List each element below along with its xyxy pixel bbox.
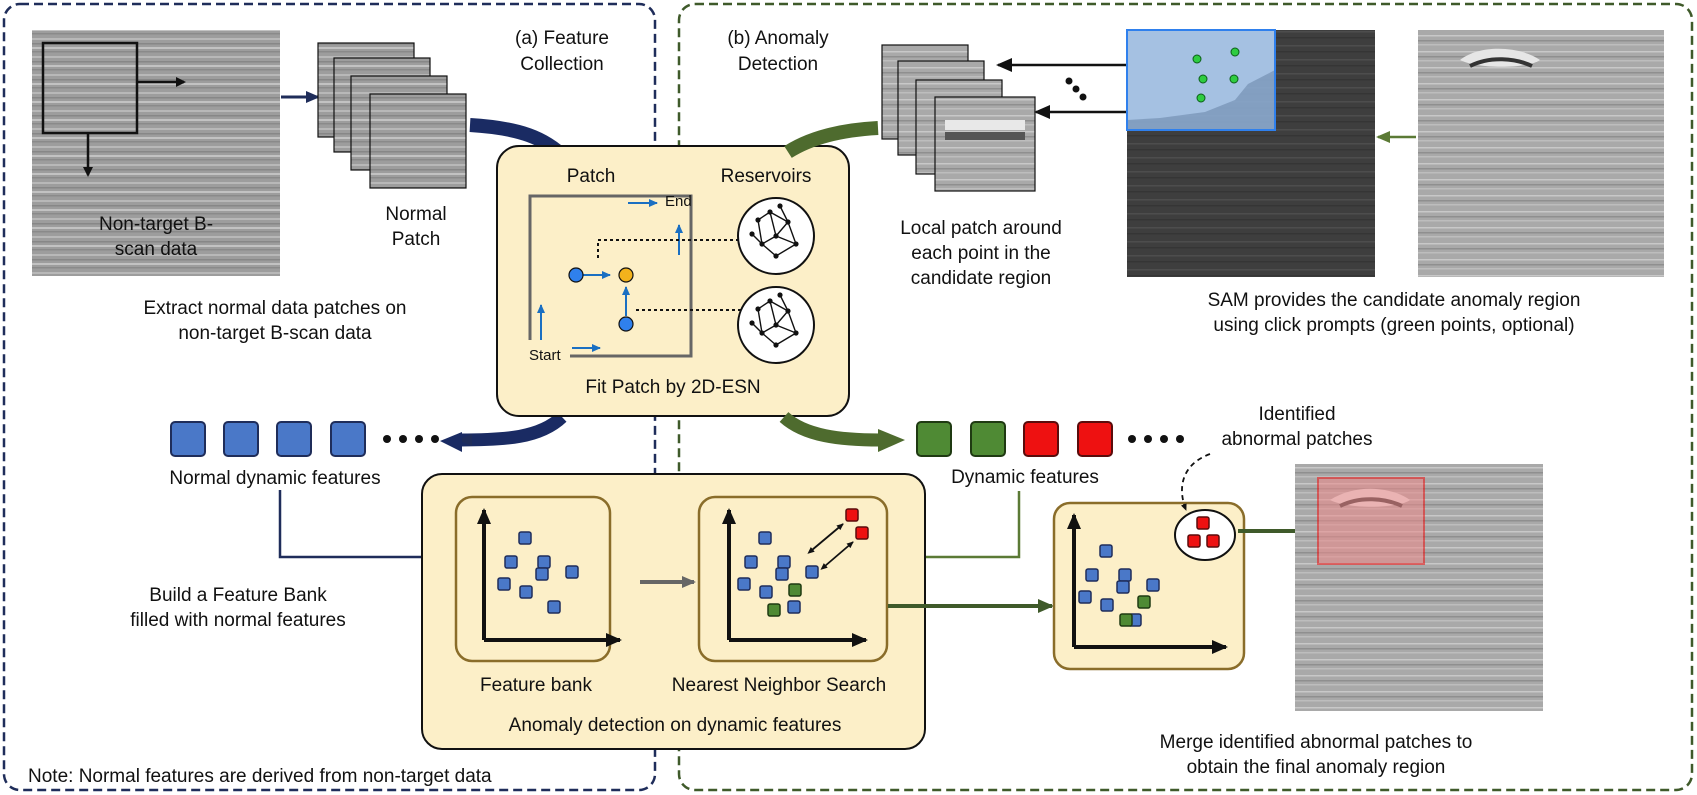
dynamic-feature-squares	[916, 421, 1184, 457]
navy-arrowhead	[440, 432, 462, 452]
normal-patch-line1: Normal	[385, 204, 446, 225]
sam-candidate-image	[1126, 29, 1375, 277]
local-patch-stack	[881, 44, 1036, 192]
panel-a-title-line1: (a) Feature	[515, 28, 609, 49]
build-line2: filled with normal features	[130, 610, 345, 631]
dashed-pointer-identified	[1180, 453, 1211, 511]
esn-patch-grid	[528, 194, 744, 358]
extract-line1: Extract normal data patches on	[144, 298, 407, 319]
green-arrowhead	[878, 429, 905, 452]
esn-start-label: Start	[529, 347, 562, 364]
raw-radar-image	[1418, 30, 1664, 277]
arrow-dynamic-to-nn	[885, 491, 1021, 563]
local-patch-line3: candidate region	[911, 268, 1052, 289]
sam-line2: using click prompts (green points, optio…	[1213, 315, 1574, 336]
result-plot	[1052, 501, 1246, 671]
final-anomaly-image	[1295, 464, 1543, 711]
panel-b-title-line2: Detection	[738, 54, 818, 75]
normal-dynamic-features-label: Normal dynamic features	[169, 468, 380, 489]
identified-line2: abnormal patches	[1221, 429, 1372, 450]
bscan-label-line2: scan data	[115, 239, 198, 260]
reservoir-bottom	[737, 286, 815, 364]
extract-line2: non-target B-scan data	[178, 323, 372, 344]
normal-patch-stack	[317, 42, 467, 189]
arrow-local-to-esn	[784, 121, 879, 158]
arrow-esn-to-dynamic-features	[779, 411, 881, 447]
esn-patch-label: Patch	[567, 166, 616, 187]
dynamic-features-label: Dynamic features	[951, 467, 1099, 488]
nn-search-plot	[697, 495, 889, 663]
merge-line1: Merge identified abnormal patches to	[1160, 732, 1473, 753]
arrow-esn-to-normal-features	[458, 412, 567, 447]
panel-a-title-line2: Collection	[520, 54, 603, 75]
reservoir-top	[737, 197, 815, 275]
bscan-label-line1: Non-target B-	[99, 214, 213, 235]
panel-a-note: Note: Normal features are derived from n…	[28, 766, 492, 787]
normal-patch-line2: Patch	[392, 229, 441, 250]
feature-bank-plot	[454, 495, 622, 663]
sam-line1: SAM provides the candidate anomaly regio…	[1208, 290, 1581, 311]
ellipsis-dots	[1065, 77, 1087, 101]
build-line1: Build a Feature Bank	[149, 585, 327, 606]
non-target-bscan-image	[32, 30, 280, 276]
feature-bank-label: Feature bank	[480, 675, 592, 696]
panel-b-title-line1: (b) Anomaly	[727, 28, 829, 49]
local-patch-line2: each point in the	[911, 243, 1050, 264]
esn-reservoirs-label: Reservoirs	[721, 166, 812, 187]
identified-line1: Identified	[1258, 404, 1335, 425]
merge-line2: obtain the final anomaly region	[1187, 757, 1446, 778]
normal-feature-squares	[170, 421, 439, 457]
local-patch-line1: Local patch around	[900, 218, 1062, 239]
arrow-features-to-bank	[278, 490, 454, 563]
detection-caption: Anomaly detection on dynamic features	[509, 715, 842, 736]
esn-caption: Fit Patch by 2D-ESN	[585, 377, 760, 398]
esn-end-label: End	[665, 193, 692, 210]
panel-a-border	[2, 2, 657, 792]
nn-search-label: Nearest Neighbor Search	[672, 675, 886, 696]
